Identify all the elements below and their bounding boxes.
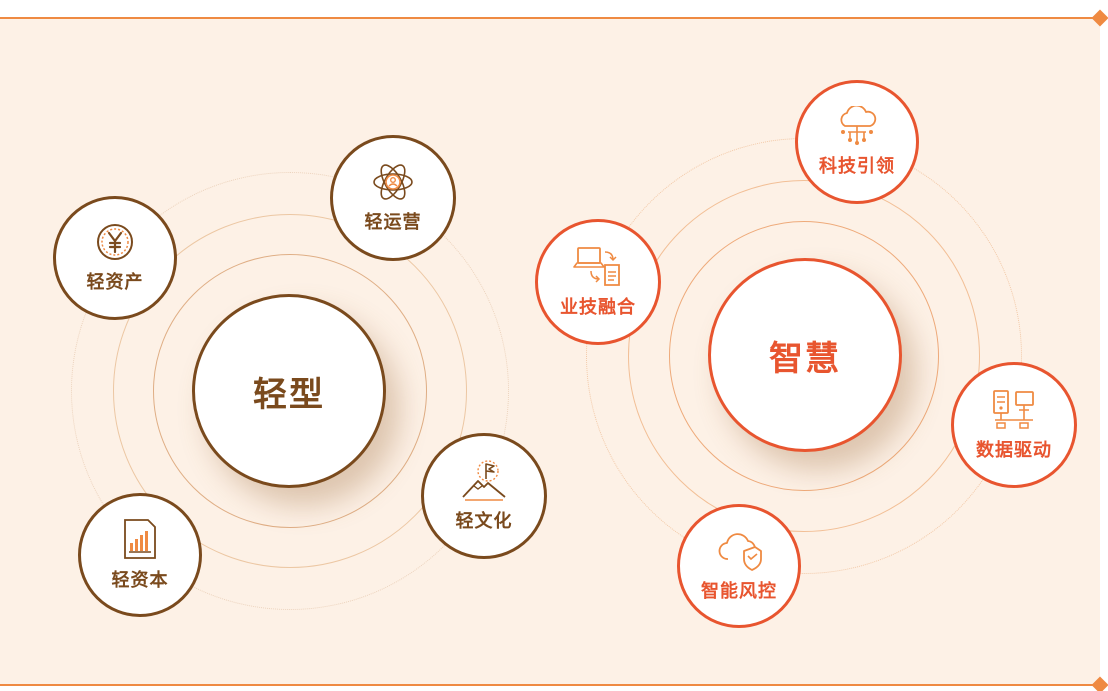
node-business-tech-fusion: 业技融合: [535, 219, 661, 345]
smart-hub-label: 智慧: [769, 338, 841, 379]
bottom-rule: [0, 684, 1100, 686]
light-hub-label: 轻型: [253, 374, 325, 415]
node-light-capital-label: 轻资本: [111, 570, 169, 591]
light-ring-inner: [153, 254, 427, 528]
node-light-assets: 轻资产: [53, 196, 177, 320]
node-data-driven: 数据驱动: [951, 362, 1077, 488]
node-tech-leadership: 科技引领: [795, 80, 919, 204]
bar-chart-document-icon: [124, 519, 156, 559]
node-light-assets-label: 轻资产: [86, 272, 144, 293]
yen-coin-icon: [97, 224, 133, 260]
node-smart-risk-control-label: 智能风控: [701, 581, 777, 602]
node-light-operations: 轻运营: [330, 135, 456, 261]
smart-ring-inner: [669, 221, 939, 491]
node-light-culture: 轻文化: [421, 433, 547, 559]
server-monitor-network-icon: [993, 390, 1034, 429]
node-data-driven-label: 数据驱动: [976, 440, 1052, 461]
node-light-capital: 轻资本: [78, 493, 202, 617]
mountain-flag-icon: [462, 460, 506, 501]
laptop-document-sync-icon: [573, 247, 620, 286]
top-rule: [0, 17, 1100, 19]
atom-user-icon: [373, 164, 413, 200]
light-ring-middle: [113, 214, 467, 568]
smart-hub: 智慧: [708, 258, 902, 452]
cloud-shield-icon: [718, 533, 762, 571]
smart-ring-middle: [628, 180, 980, 532]
light-ring-outer: [71, 172, 509, 610]
node-tech-leadership-label: 科技引领: [819, 156, 895, 177]
light-hub: 轻型: [192, 294, 386, 488]
node-light-culture-label: 轻文化: [455, 511, 513, 532]
cloud-network-icon: [840, 106, 877, 145]
node-light-operations-label: 轻运营: [364, 212, 422, 233]
node-business-tech-fusion-label: 业技融合: [560, 297, 636, 318]
node-smart-risk-control: 智能风控: [677, 504, 801, 628]
